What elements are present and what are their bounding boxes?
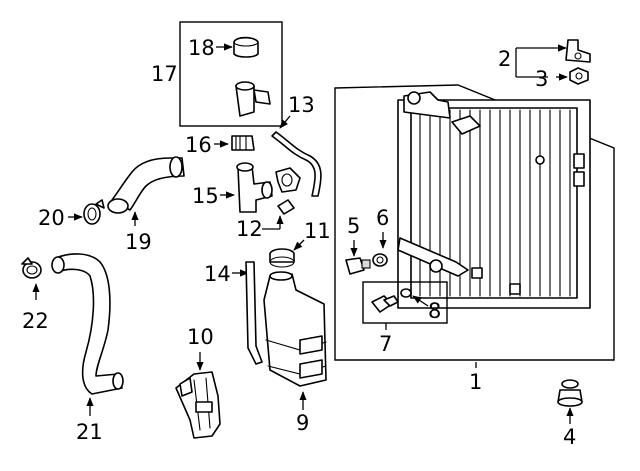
callout-9: 9 [296, 411, 309, 435]
tank-bracket-part-10 [175, 371, 221, 439]
bracket-part-2 [565, 39, 591, 63]
callout-8: 8 [428, 299, 441, 323]
drain-plug-part-5 [345, 257, 371, 275]
filler-neck-part-17 [235, 81, 271, 117]
lower-hose-part-21 [55, 253, 123, 395]
callout-5: 5 [347, 214, 360, 238]
sensor-part-7 [371, 295, 399, 313]
callout-4: 4 [563, 425, 576, 449]
callout-10: 10 [187, 325, 214, 349]
overflow-hose-part-13 [271, 131, 322, 197]
callout-3: 3 [535, 67, 548, 91]
clip-part-12 [277, 199, 295, 215]
callout-15: 15 [192, 184, 219, 208]
leader-8 [412, 295, 429, 307]
callout-7: 7 [379, 332, 392, 356]
leader-11 [293, 239, 305, 251]
water-outlet-part-15 [236, 162, 301, 213]
callout-13: 13 [288, 93, 315, 117]
nut-part-3 [569, 67, 589, 85]
clamp-part-16 [231, 135, 255, 151]
callout-1: 1 [469, 370, 482, 394]
tank-cap-part-11 [269, 248, 295, 268]
callout-6: 6 [376, 206, 389, 230]
callout-14: 14 [204, 262, 231, 286]
reserve-tank-part-9 [263, 271, 327, 387]
o-ring-part-8 [400, 288, 412, 298]
cap-kit-frame [179, 21, 283, 127]
upper-hose-part-19 [111, 157, 185, 211]
callout-18: 18 [188, 36, 215, 60]
callout-17: 17 [151, 62, 178, 86]
o-ring-part-6 [372, 253, 388, 267]
clamp-part-22 [21, 257, 42, 279]
callout-20: 20 [38, 206, 65, 230]
radiator-cap-part-18 [233, 36, 259, 58]
clamp-part-20 [83, 199, 105, 225]
sensor-kit-frame [362, 281, 448, 324]
cushion-part-4 [557, 379, 583, 407]
radiator-assembly-frame [334, 84, 615, 361]
callout-11: 11 [304, 219, 331, 243]
overflow-tube-part-14 [245, 261, 263, 365]
callout-12: 12 [236, 217, 263, 241]
callout-22: 22 [22, 309, 49, 333]
callout-2: 2 [498, 47, 511, 71]
radiator [397, 91, 591, 309]
callout-21: 21 [76, 420, 103, 444]
callout-19: 19 [125, 230, 152, 254]
callout-16: 16 [185, 133, 212, 157]
